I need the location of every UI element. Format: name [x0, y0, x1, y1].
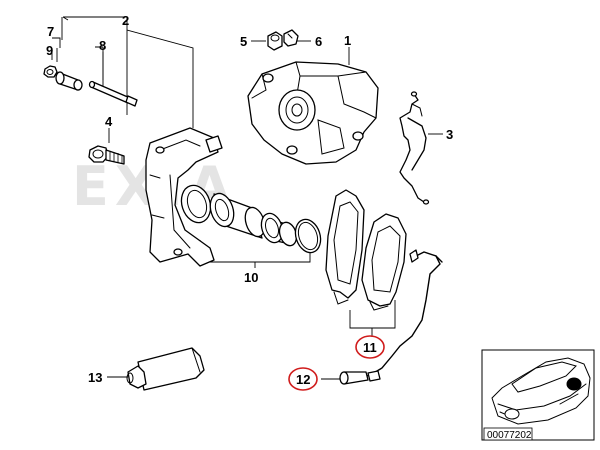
callout-7: 7: [47, 24, 54, 39]
part-9-nut: [43, 65, 58, 78]
highlight-ring-12: [288, 367, 318, 391]
callout-3: 3: [446, 127, 453, 142]
part-5-bleeder-screw: [267, 31, 283, 51]
wheel-location-marker: [566, 377, 582, 391]
highlight-rings: [288, 335, 385, 391]
part-2-caliper-carrier: [145, 127, 223, 267]
diagram-reference-number: 00077202: [487, 430, 532, 441]
callout-10: 10: [244, 270, 258, 285]
highlight-ring-11: [355, 335, 385, 359]
callout-5: 5: [240, 34, 247, 49]
callout-8: 8: [99, 38, 106, 53]
callout-labels: 2 7 8 9 4 5 6 1 3 10 11 12 13: [46, 13, 453, 387]
callout-4: 4: [105, 114, 113, 129]
part-4-bolt: [88, 145, 125, 165]
callout-1: 1: [344, 33, 351, 48]
car-silhouette: [491, 357, 591, 425]
part-10-dust-boot: [180, 184, 212, 224]
part-1-caliper-housing: [247, 61, 379, 165]
callout-6: 6: [315, 34, 322, 49]
callout-2: 2: [122, 13, 129, 28]
part-10-retaining-ring: [294, 218, 322, 254]
vehicle-locator-thumbnail: 00077202: [481, 349, 595, 441]
part-8-guide-pin: [88, 80, 138, 107]
part-12-wear-sensor: [339, 249, 443, 385]
part-13-grease-tube: [126, 347, 205, 391]
callout-13: 13: [88, 370, 102, 385]
part-10-piston-seal: [260, 212, 298, 247]
callout-12: 12: [296, 372, 310, 387]
part-11-brake-pad-outer: [361, 213, 407, 311]
callout-11: 11: [363, 340, 377, 355]
part-10-piston: [209, 192, 266, 239]
part-6-dust-cap: [283, 29, 299, 47]
callout-9: 9: [46, 43, 53, 58]
part-7-bushing: [55, 71, 83, 91]
part-3-spring-clip: [399, 91, 430, 205]
part-11-brake-pad-inner: [325, 189, 365, 305]
